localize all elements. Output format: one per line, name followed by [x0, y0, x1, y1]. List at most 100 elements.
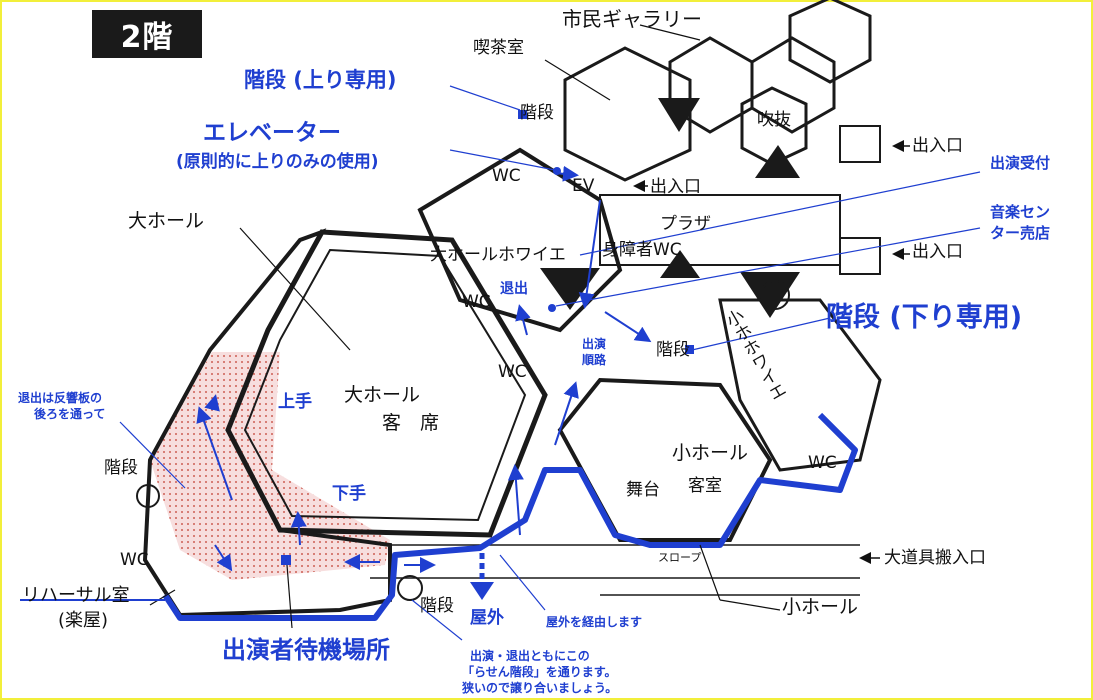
small-hall-callout: 小ホール — [782, 596, 859, 618]
wc-label-north: WC — [492, 166, 521, 186]
green-room-label: (楽屋) — [58, 610, 109, 631]
gallery-label: 市民ギャラリー — [562, 7, 702, 31]
exit-annotation: 退出 — [500, 281, 528, 297]
spiral-note-1: 出演・退出ともにこの — [470, 649, 590, 663]
big-hall-inner — [243, 248, 527, 522]
leader-line — [691, 317, 831, 351]
reception-marker — [548, 304, 556, 312]
leader-line — [499, 554, 546, 611]
down-stairs-annotation: 階段 (下り専用) — [826, 302, 1023, 333]
leader-line — [579, 171, 981, 256]
plaza-label: プラザ — [660, 214, 711, 234]
via-outdoors-annotation: 屋外を経由します — [546, 615, 643, 629]
leader-line — [719, 599, 781, 611]
gallery-hex-2 — [750, 36, 836, 134]
entrance-label-plaza: 出入口 — [650, 177, 701, 197]
loading-dock-label: 大道具搬入口 — [884, 548, 986, 568]
leader-line — [449, 149, 556, 171]
leader-line — [119, 421, 186, 489]
route-arrow — [515, 304, 531, 336]
exit-note-1: 退出は反響板の — [18, 391, 103, 405]
cafe-hexagon — [563, 46, 692, 182]
column-triangle — [755, 145, 800, 178]
music-center-annotation-2: ター売店 — [990, 224, 1051, 242]
ev-label: EV — [572, 176, 595, 196]
music-center-annotation-1: 音楽セン — [990, 203, 1051, 221]
entrance-steps-top — [839, 125, 881, 163]
wc-label-lobby: WC — [462, 292, 491, 312]
leader-line — [544, 59, 611, 101]
column-triangle — [740, 272, 800, 318]
slope-label: スロープ — [658, 551, 702, 564]
accessible-wc-label: 身障者WC — [602, 240, 682, 260]
stairs-label-north: 階段 — [520, 103, 554, 123]
gallery-hex-3 — [788, 0, 872, 84]
upstage-annotation: 上手 — [278, 392, 312, 412]
big-hall-title: 大ホール — [128, 210, 205, 232]
hall-seats-label-2: 客 席 — [382, 412, 440, 434]
leader-line — [286, 564, 293, 629]
up-stairs-annotation: 階段 (上り専用) — [244, 68, 397, 92]
leader-line — [699, 544, 721, 601]
spiral-staircase-right — [760, 280, 790, 310]
spiral-note-2: 「らせん階段」を通ります。 — [462, 665, 617, 679]
leader-line — [149, 589, 176, 606]
floor-badge: 2階 — [92, 10, 202, 58]
downstage-annotation: 下手 — [332, 484, 366, 504]
elevator-marker — [553, 167, 561, 175]
elevator-annotation: エレベーター — [203, 120, 341, 146]
leader-line — [411, 599, 463, 641]
route-arrow — [604, 311, 652, 343]
hall-seats-label-1: 大ホール — [344, 384, 421, 406]
outdoors-annotation: 屋外 — [470, 608, 504, 628]
entrance-label-east-lower: 出入口 — [912, 242, 963, 262]
reception-annotation: 出演受付 — [990, 154, 1051, 172]
spiral-staircase-left — [136, 484, 160, 508]
performer-route — [162, 412, 858, 621]
rehearsal-room-label: リハーサル室 — [22, 585, 130, 606]
up-stairs-marker — [518, 110, 527, 119]
route-arrow — [507, 464, 524, 536]
column-triangle — [540, 268, 600, 310]
atrium-hex — [740, 86, 808, 166]
waiting-area-annotation: 出演者待機場所 — [222, 636, 390, 664]
cafe-label: 喫茶室 — [473, 38, 524, 58]
entrance-label-east-upper: 出入口 — [912, 136, 963, 156]
outdoor-arrowhead — [470, 582, 494, 600]
lobby-hexagon — [417, 147, 623, 333]
entrance-steps-bottom — [839, 237, 881, 275]
stage-label: 舞台 — [626, 480, 660, 500]
leader-line — [555, 227, 981, 307]
route-arrow — [554, 381, 579, 446]
small-foyer-outline — [718, 298, 882, 472]
stairs-label-west: 階段 — [104, 458, 138, 478]
route-annotation-1: 出演 — [582, 337, 607, 351]
leader-line — [239, 227, 351, 351]
small-seats-label: 客室 — [688, 476, 722, 496]
small-hall-outline — [557, 377, 773, 542]
route-arrow — [214, 544, 233, 572]
elevator-note: (原則的に上りのみの使用) — [176, 152, 379, 172]
exit-note-2: 後ろを通って — [34, 407, 106, 421]
route-arrow — [204, 394, 220, 412]
atrium-label: 吹抜 — [757, 110, 791, 130]
leader-line — [639, 24, 701, 41]
stairs-label-east: 階段 — [656, 340, 690, 360]
column-triangle — [660, 250, 700, 278]
wc-label-side: WC — [498, 362, 527, 382]
wc-label-rehearsal: WC — [120, 550, 149, 570]
down-stairs-marker — [685, 345, 694, 354]
plaza-band — [599, 194, 841, 266]
waiting-area-marker — [281, 555, 291, 565]
small-hall-label: 小ホール — [672, 442, 749, 464]
column-triangle — [658, 98, 700, 132]
spiral-staircase — [397, 575, 423, 601]
route-arrow — [196, 406, 233, 501]
stairs-label-south: 階段 — [420, 596, 454, 616]
route-arrow — [290, 511, 307, 546]
leader-line — [449, 85, 521, 111]
spiral-note-3: 狭いので譲り合いましょう。 — [462, 681, 618, 695]
lobby-label: 大ホールホワイエ — [430, 245, 566, 265]
